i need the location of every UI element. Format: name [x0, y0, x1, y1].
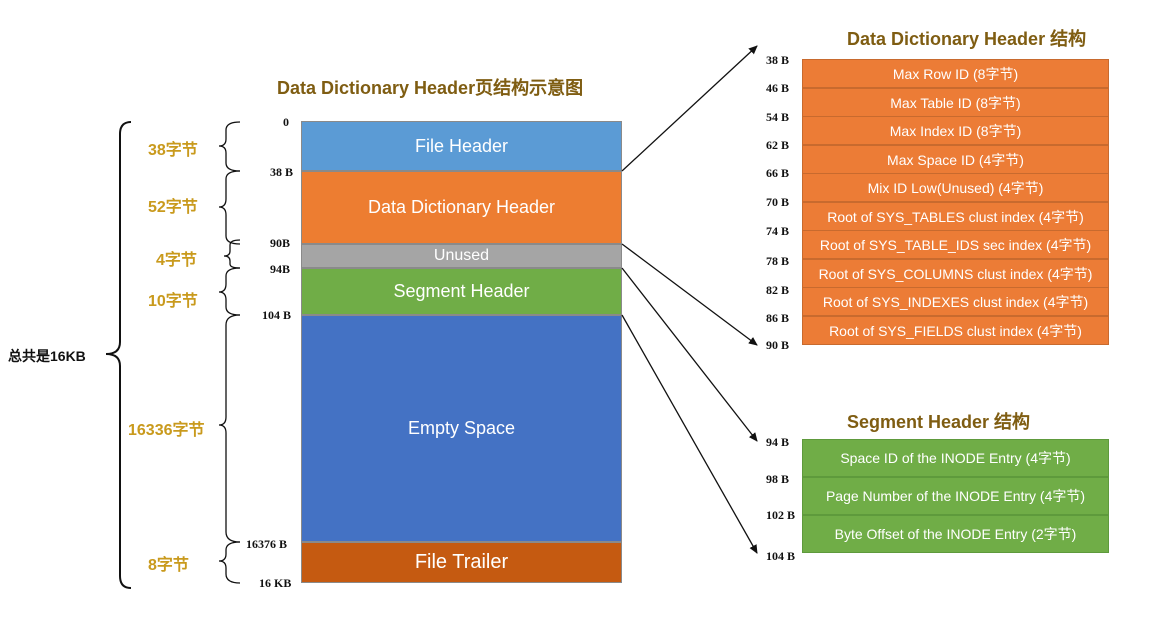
dd-offset-label: 46 B: [766, 81, 790, 95]
dd-row: Root of SYS_FIELDS clust index (4字节): [802, 316, 1109, 345]
file-header-block: File Header: [301, 121, 622, 171]
brace-empty-space: [218, 314, 241, 543]
size-label: 8字节: [148, 557, 189, 574]
arrow-seg-bottom: [621, 314, 758, 554]
offset-label: 90B: [270, 236, 291, 250]
brace-file-trailer: [218, 541, 241, 584]
dd-row: Root of SYS_TABLES clust index (4字节): [802, 202, 1109, 231]
segment-offset-label: 102 B: [766, 508, 796, 522]
dd-offset-label: 62 B: [766, 138, 790, 152]
dd-header-block: Data Dictionary Header: [301, 171, 622, 244]
segment-row: Space ID of the INODE Entry (4字节): [802, 439, 1109, 477]
dd-header-label: Data Dictionary Header: [367, 197, 556, 217]
dd-offset-label: 70 B: [766, 195, 790, 209]
arrow-dd-top: [621, 45, 758, 172]
dd-offset-label: 74 B: [766, 224, 790, 238]
offset-label: 94B: [270, 262, 291, 276]
unused-label: Unused: [433, 247, 490, 264]
file-trailer-label: File Trailer: [414, 551, 509, 573]
segment-header-label: Segment Header: [393, 281, 530, 301]
brace-unused: [223, 239, 241, 269]
file-header-label: File Header: [414, 135, 509, 156]
dd-offset-label: 82 B: [766, 283, 790, 297]
arrow-dd-bottom: [621, 243, 758, 346]
dd-row: Max Index ID (8字节): [802, 116, 1109, 145]
dd-row: Max Space ID (4字节): [802, 145, 1109, 174]
segment-header-block: Segment Header: [301, 268, 622, 315]
dd-offset-label: 38 B: [766, 53, 790, 67]
empty-space-label: Empty Space: [407, 418, 516, 438]
brace-file-header: [218, 121, 241, 172]
size-label: 16336字节: [128, 422, 205, 439]
size-label: 52字节: [148, 199, 198, 216]
dd-offset-label: 66 B: [766, 166, 790, 180]
dd-row: Root of SYS_TABLE_IDS sec index (4字节): [802, 230, 1109, 259]
dd-structure-title: Data Dictionary Header 结构: [847, 29, 1087, 49]
dd-row: Mix ID Low(Unused) (4字节): [802, 173, 1109, 202]
size-label: 10字节: [148, 293, 198, 310]
arrow-seg-top: [621, 267, 758, 442]
unused-block: Unused: [301, 244, 622, 268]
segment-offset-label: 94 B: [766, 435, 790, 449]
dd-offset-label: 90 B: [766, 338, 790, 352]
offset-label: 0: [283, 115, 289, 129]
offset-label: 16376 B: [246, 537, 288, 551]
dd-offset-label: 54 B: [766, 110, 790, 124]
total-size-label: 总共是16KB: [8, 348, 86, 364]
file-trailer-block: File Trailer: [301, 542, 622, 583]
brace-total: [105, 121, 132, 589]
segment-structure-title: Segment Header 结构: [847, 412, 1031, 432]
dd-row: Max Table ID (8字节): [802, 88, 1109, 117]
segment-row: Byte Offset of the INODE Entry (2字节): [802, 515, 1109, 553]
size-label: 4字节: [156, 252, 197, 269]
empty-space-block: Empty Space: [301, 315, 622, 542]
brace-segment-header: [218, 267, 241, 316]
main-title: Data Dictionary Header页结构示意图: [277, 78, 584, 98]
segment-offset-label: 104 B: [766, 549, 796, 563]
segment-row: Page Number of the INODE Entry (4字节): [802, 477, 1109, 515]
offset-label: 16 KB: [259, 576, 292, 590]
brace-dd-header: [218, 170, 241, 245]
dd-row: Root of SYS_INDEXES clust index (4字节): [802, 287, 1109, 316]
dd-offset-label: 86 B: [766, 311, 790, 325]
offset-label: 104 B: [262, 308, 292, 322]
size-label: 38字节: [148, 142, 198, 159]
offset-label: 38 B: [270, 165, 294, 179]
segment-offset-label: 98 B: [766, 472, 790, 486]
dd-row: Max Row ID (8字节): [802, 59, 1109, 88]
dd-offset-label: 78 B: [766, 254, 790, 268]
